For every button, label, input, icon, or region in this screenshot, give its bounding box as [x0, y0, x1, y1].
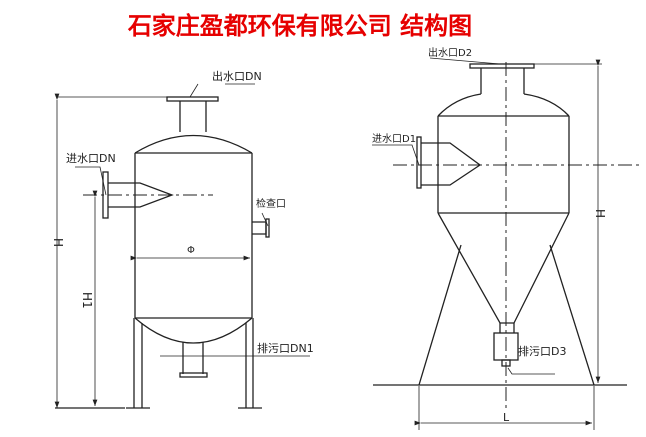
left-shell — [134, 152, 253, 319]
left-drain-flange — [179, 372, 208, 378]
diagram-title: 石家庄盈都环保有限公司 结构图 — [127, 12, 473, 40]
right-outlet-label: 出水口D2 — [428, 46, 472, 59]
left-legs — [133, 318, 254, 408]
right-height-label: H — [593, 209, 607, 218]
left-inspection-label: 检查口 — [256, 197, 286, 210]
right-vessel: 出水口D2 进水口D1 排污口D3 H L — [372, 46, 640, 430]
left-inlet-label: 进水口DN — [66, 152, 116, 165]
right-outlet-neck — [480, 68, 525, 94]
right-drain-label: 排污口D3 — [518, 344, 566, 358]
left-diameter-label: Φ — [187, 245, 195, 256]
left-drain-label: 排污口DN1 — [257, 341, 314, 355]
left-top-dome — [134, 134, 253, 154]
left-outlet-flange — [166, 96, 219, 102]
left-inlet-height-label: H1 — [80, 292, 94, 309]
right-cone — [437, 212, 570, 324]
left-height-label: H — [51, 238, 65, 247]
left-vessel: 出水口DN 进水口DN 检查口 Φ 排污口DN1 H H1 — [51, 69, 314, 409]
left-inspection-port — [252, 221, 267, 235]
right-inlet-pipe — [421, 142, 482, 186]
right-inlet-label: 进水口D1 — [372, 133, 416, 145]
right-base-width-label: L — [503, 411, 510, 424]
left-outlet-neck — [179, 101, 207, 132]
right-outlet-flange — [469, 63, 535, 69]
right-inlet-flange — [416, 136, 422, 189]
left-outlet-label: 出水口DN — [212, 69, 262, 83]
left-drain-pipe — [182, 342, 204, 374]
left-bottom-dome — [134, 317, 253, 344]
right-legs — [418, 244, 595, 386]
right-shoulder — [437, 93, 570, 117]
